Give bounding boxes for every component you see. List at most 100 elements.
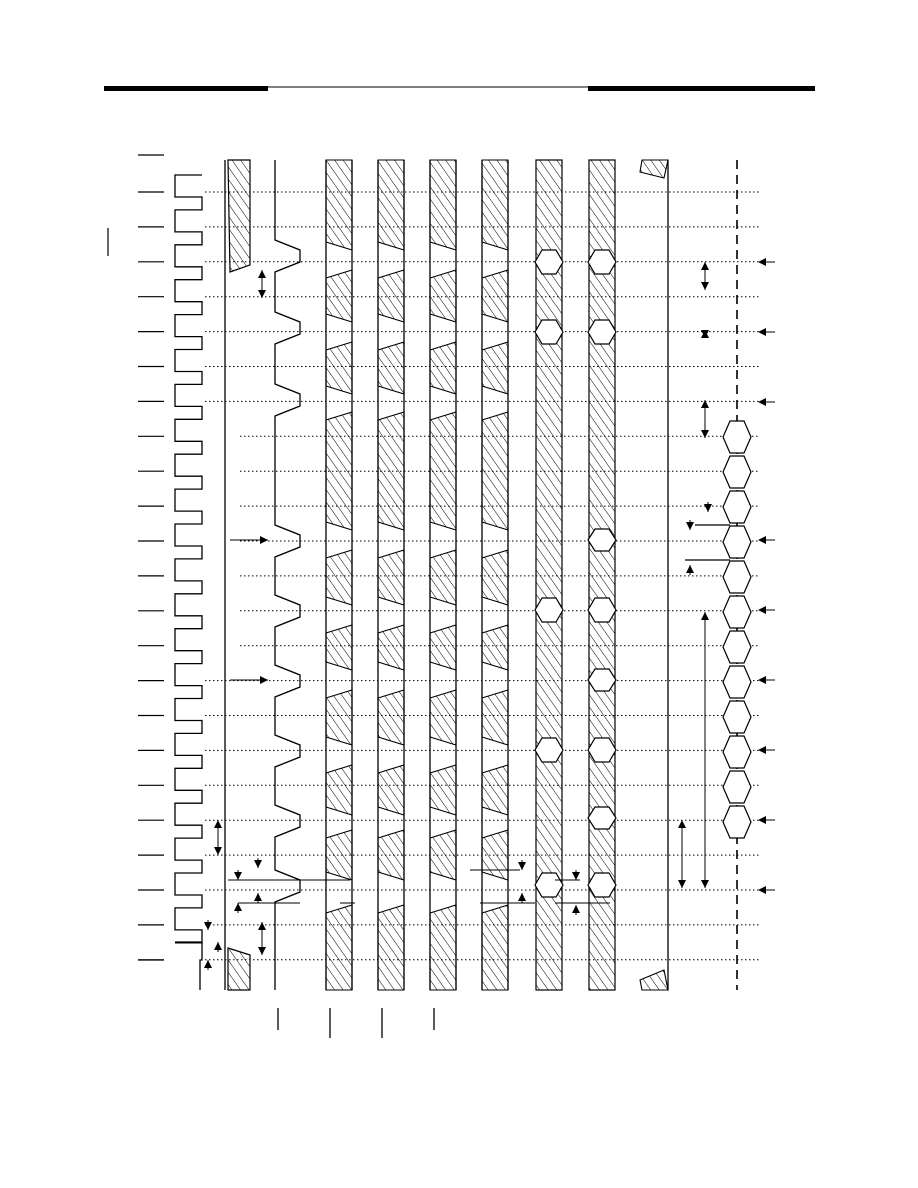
right-arrow-head [758,886,766,894]
hex-bus-body [588,159,616,991]
hex-bus-cell [534,737,564,763]
data-bus-segment [325,904,353,991]
data-bus-segment [429,764,457,816]
dimension-hex-a-head [701,282,709,290]
right-arrow-head [758,606,766,614]
data-bus-segment [325,159,353,251]
hex-bus-cell [587,528,617,552]
data-bus-segment [377,764,405,816]
clock-tail [175,941,203,990]
sample-hex-cell [722,595,752,629]
dimension-hex-c-head [701,400,709,408]
data-bus-segment [429,159,457,251]
data-bus-segment [481,341,509,395]
clock-signal [174,174,203,990]
right-arrow-head [758,398,766,406]
right-arrow-head [758,258,766,266]
data-bus-segment [481,549,509,606]
sample-hex-cell [722,630,752,664]
sample-hex-cell [722,735,752,769]
sample-hex-cell [722,525,752,559]
sample-bus-signal [722,160,752,990]
data-bus-segment [377,689,405,746]
data-bus-segment [377,411,405,531]
sample-hex-cell [722,665,752,699]
bottom-tick-marks [277,1008,435,1038]
tick-arrow-head [518,893,526,901]
tick-arrow-head [204,922,212,930]
hex-bus-cell [534,319,564,345]
reset-hatch-bottom [227,947,251,991]
dimension-bottom-head [258,947,266,955]
data-bus-segment [481,689,509,746]
dimension-reset-head [258,290,266,298]
hex-bus-cell [587,249,617,275]
tick-arrow-head [704,504,712,512]
data-bus-segment [429,269,457,323]
annotation-markers [204,258,775,970]
hex-bus-cell [587,319,617,345]
dimension-clock-head [214,820,222,828]
hex-bus-cell [534,249,564,275]
dimension-span-short-head [678,820,686,828]
data-bus-segment [481,159,509,251]
hex-bus-cell [534,597,564,623]
data-bus-segment [429,904,457,991]
data-bus-segment [481,624,509,671]
dimension-span-short-head [678,880,686,888]
tick-arrow-head [572,872,580,880]
hex-bus-cell [587,872,617,898]
tick-arrow-head [254,860,262,868]
address-strobe-signal [274,160,301,990]
hex-bus-cell [587,737,617,763]
data-bus-segment [481,411,509,531]
data-bus-segment [377,829,405,881]
tick-arrow-head [214,942,222,950]
tick-arrow-head [686,565,694,573]
enable-hatch-bottom [639,969,669,991]
data-bus-segment [325,341,353,395]
data-bus-segment [429,689,457,746]
header-rule-right-bar [588,86,815,91]
dimension-hex-b-head [701,330,709,338]
tick-arrow-head [518,862,526,870]
data-bus-segment [377,159,405,251]
data-bus-segment [325,624,353,671]
hex-bus-cell [587,806,617,830]
data-bus-segment [429,341,457,395]
data-bus-segment [325,269,353,323]
dimension-reset-head [258,270,266,278]
sample-hex-cell [722,420,752,454]
clock-waveform [174,174,203,944]
data-bus-segment [377,549,405,606]
right-arrow-head [758,328,766,336]
enable-signal [639,159,669,991]
tick-stubs [107,154,164,961]
sample-hex-cell [722,805,752,839]
tick-arrow-head [234,903,242,911]
address-strobe-waveform [274,160,301,990]
data-bus-segment [325,829,353,881]
tick-arrow-head [204,960,212,968]
right-arrow-head [758,536,766,544]
sample-hex-cell [722,490,752,524]
data-bus-segment [325,411,353,531]
dimension-hex-a-head [701,262,709,270]
tick-arrow-head [254,893,262,901]
data-bus-signals [325,159,509,991]
hexagon-bus-signals [534,159,617,991]
hex-bus-cell [587,597,617,623]
data-bus-segment [325,689,353,746]
sample-hex-cell [722,455,752,489]
right-arrow-head [758,816,766,824]
strobe-arrow-head [260,676,268,684]
data-bus-segment [325,764,353,816]
data-bus-segment [429,549,457,606]
data-bus-segment [377,624,405,671]
sample-hex-cell [722,700,752,734]
dimension-bottom-head [258,922,266,930]
dimension-span-long-head [701,612,709,620]
dimension-hex-c-head [701,430,709,438]
data-bus-segment [481,764,509,816]
